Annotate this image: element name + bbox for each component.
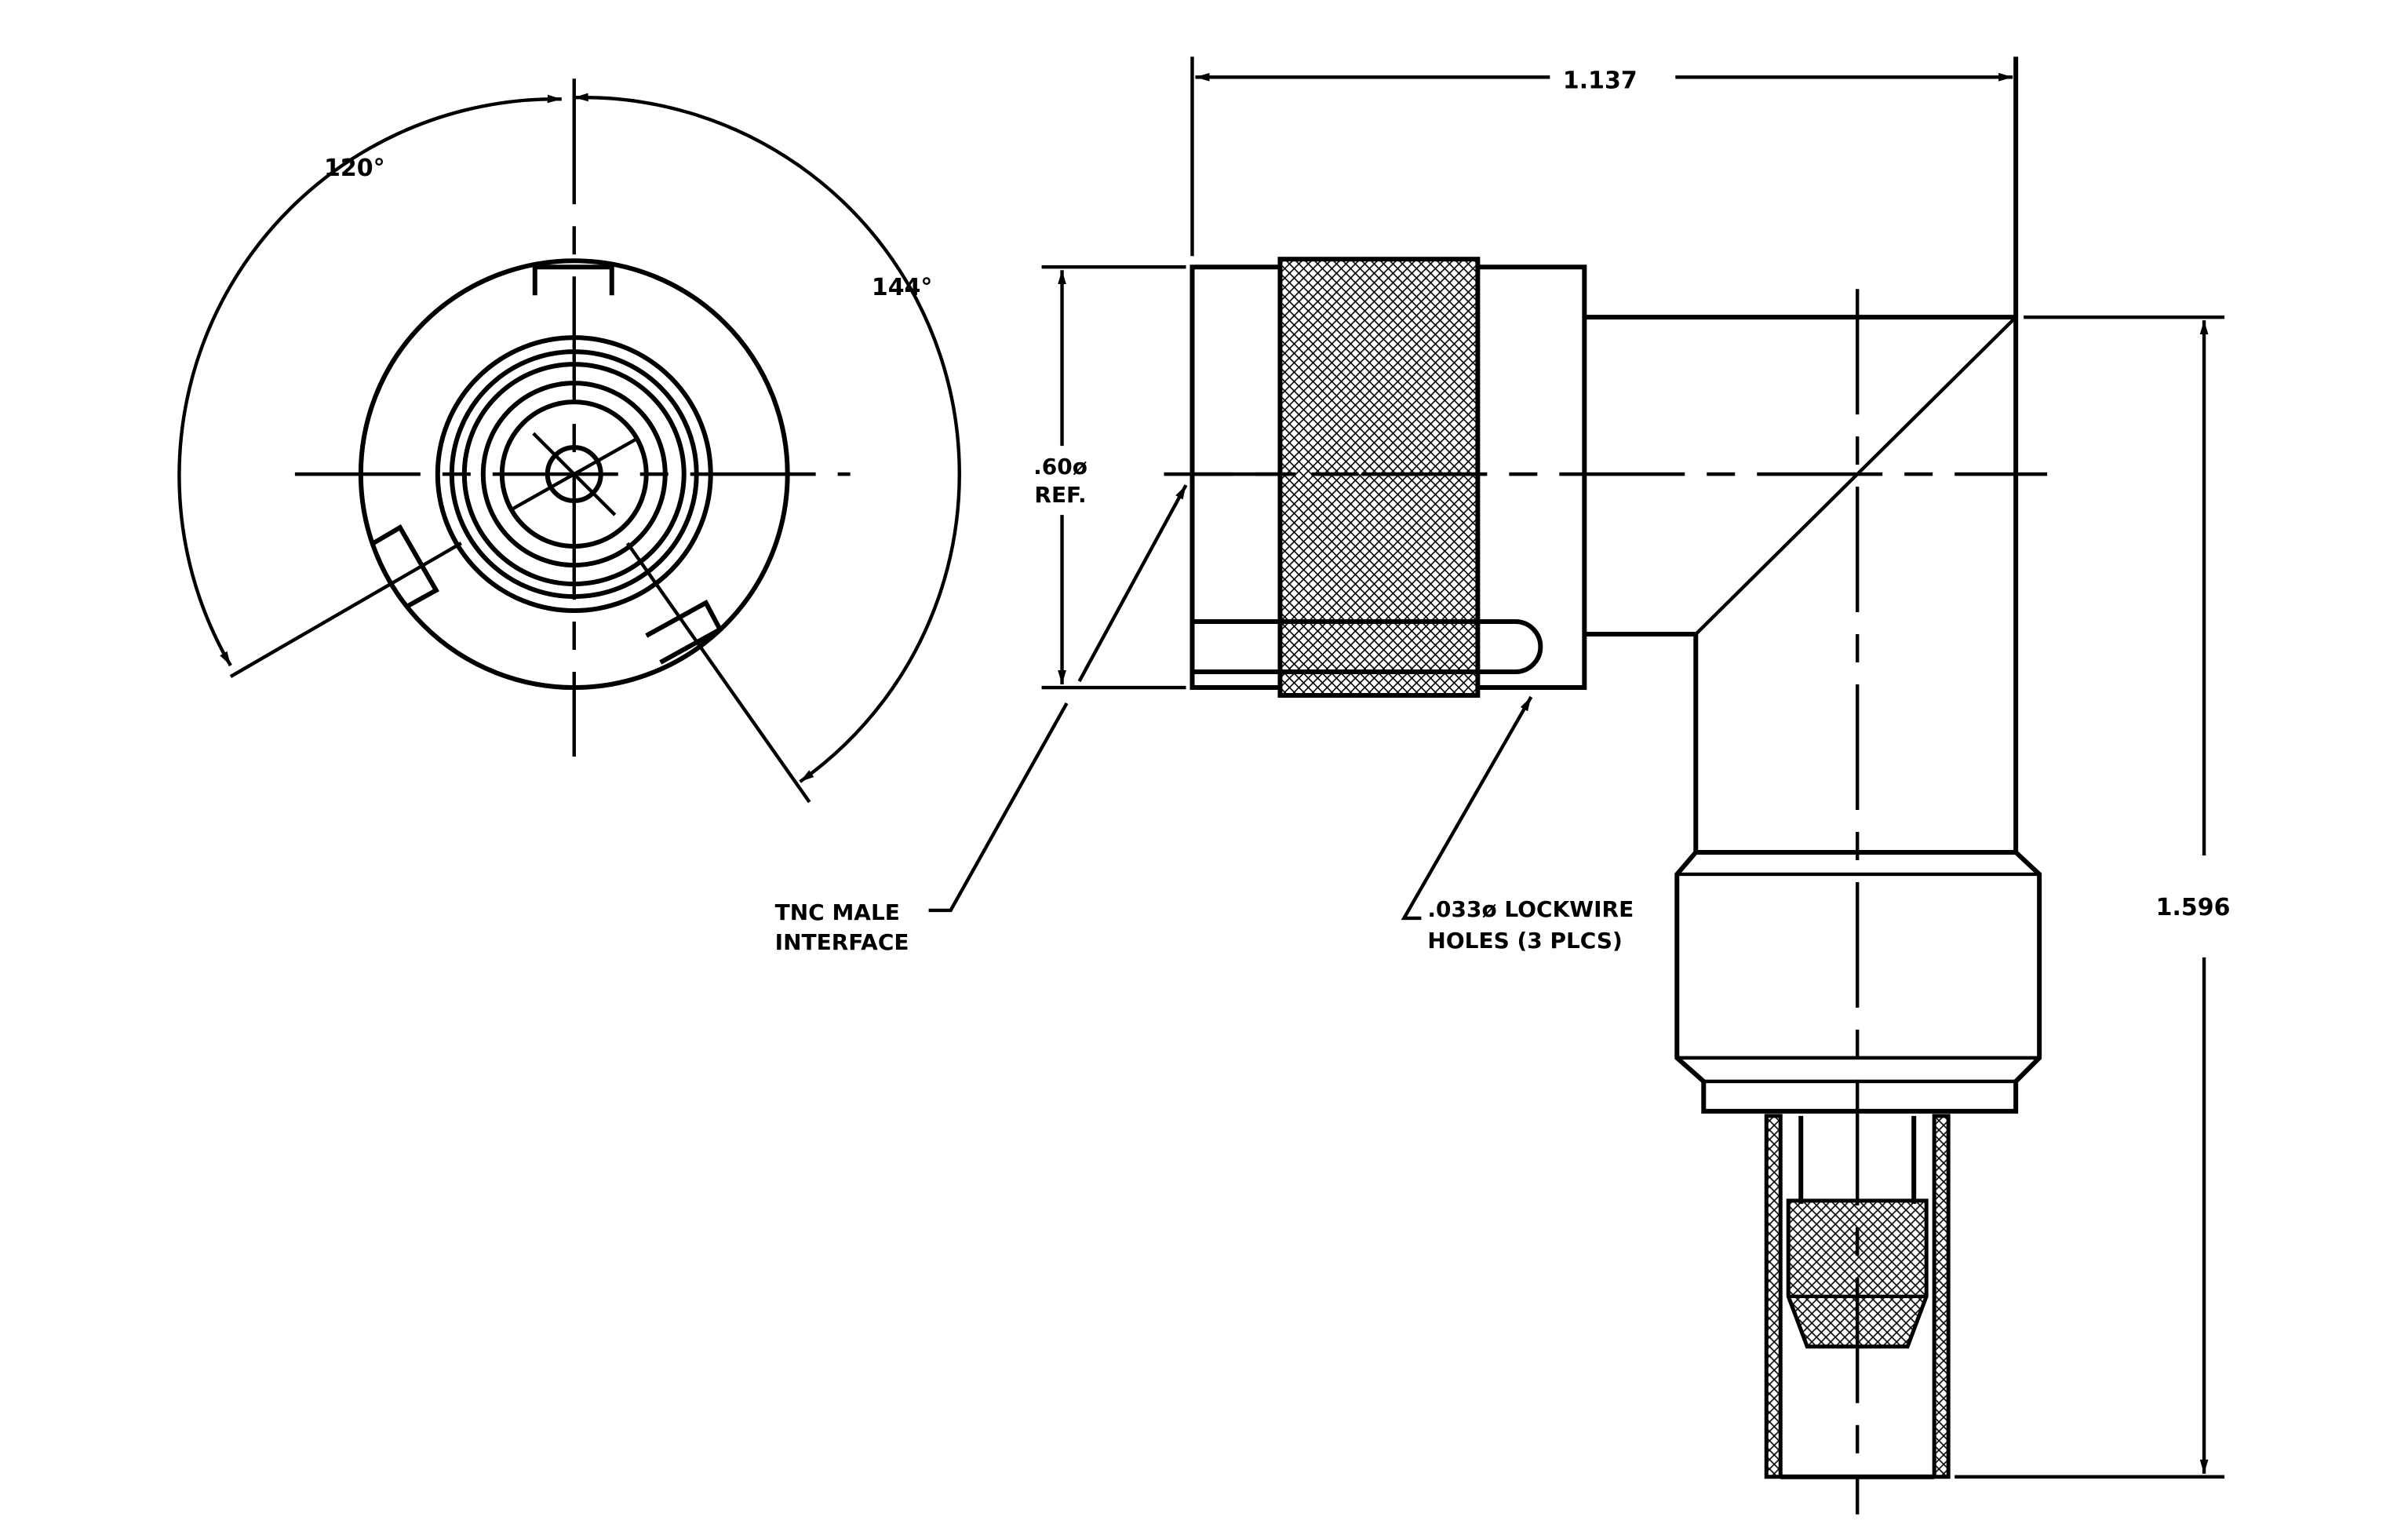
lockwire-callout-line-1: .033ø LOCKWIRE [1427,896,1634,922]
crimp-sleeve-wall-left [1764,1114,1783,1479]
angle-144-label: 144° [872,274,933,301]
contact-knurl [1786,1198,1929,1349]
lockwire-leader [1401,695,1533,921]
crimp-sleeve-wall-right [1932,1114,1951,1479]
interface-callout-line-1: TNC MALE [775,899,900,925]
crimp-ferrule [1674,849,2042,1114]
lockwire-callout-line-2: HOLES (3 PLCS) [1427,928,1622,954]
diameter-ref-label-1: .60ø [1033,454,1087,480]
angle-120-label: 120° [324,155,385,182]
dimension-width-label: 1.137 [1563,67,1638,94]
lockwire-pin [1192,619,1543,675]
elbow-body [1584,315,2019,852]
side-view: 1.137 1.596 .60ø REF. TNC MALE INTERFACE… [775,57,2231,1515]
interface-callout-line-2: INTERFACE [775,929,909,955]
knurled-coupling-nut [1277,257,1481,698]
dimension-height-label: 1.596 [2156,894,2231,921]
front-view: 120° 144° [177,78,961,804]
center-contact [1798,1115,1917,1204]
interface-leader [928,702,1069,913]
coupling-nut-front [1189,264,1281,691]
coupling-nut-rear [1477,264,1587,691]
diameter-ref-label-2: REF. [1034,482,1086,508]
